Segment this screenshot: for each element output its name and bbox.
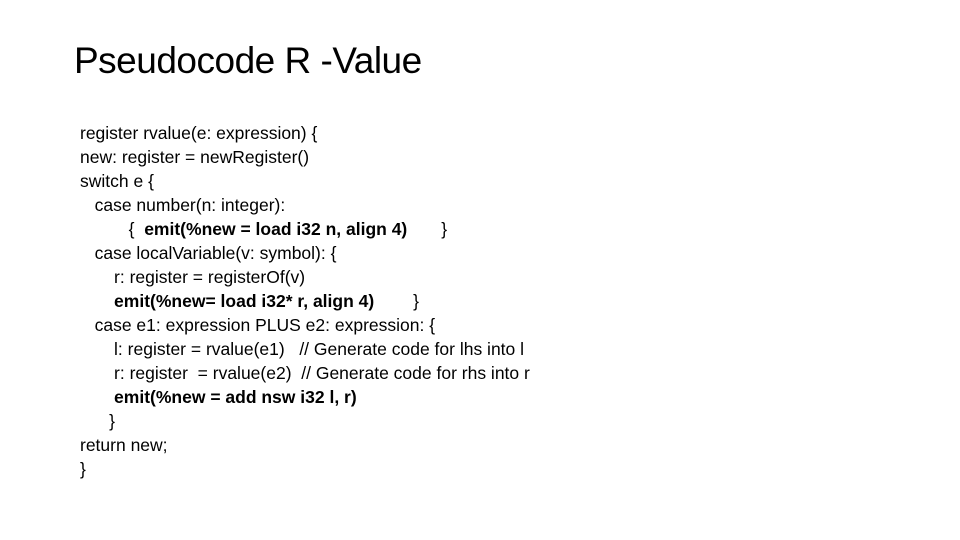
code-segment [80, 291, 114, 311]
code-segment: case localVariable(v: symbol): { [80, 243, 337, 263]
pseudocode-block: register rvalue(e: expression) { new: reg… [80, 121, 530, 481]
code-segment: case number(n: integer): [80, 195, 286, 215]
code-line: switch e { [80, 169, 530, 193]
code-segment: } [80, 459, 86, 479]
code-segment: return new; [80, 435, 168, 455]
code-segment-emphasis: emit(%new = load i32 n, align 4) [144, 219, 408, 239]
code-segment: new: register = newRegister() [80, 147, 310, 167]
code-segment: register rvalue(e: expression) { [80, 123, 318, 143]
code-segment: l: register = rvalue(e1) // Generate cod… [80, 339, 525, 359]
code-segment: } [374, 291, 419, 311]
code-line: case localVariable(v: symbol): { [80, 241, 530, 265]
code-line: emit(%new= load i32* r, align 4) } [80, 289, 530, 313]
code-segment: } [80, 411, 116, 431]
code-line: register rvalue(e: expression) { [80, 121, 530, 145]
code-segment-emphasis: emit(%new = add nsw i32 l, r) [114, 387, 357, 407]
slide-title: Pseudocode R -Value [74, 40, 422, 81]
code-line: } [80, 457, 530, 481]
code-segment: case e1: expression PLUS e2: expression:… [80, 315, 436, 335]
code-segment: { [80, 219, 145, 239]
code-segment: r: register = registerOf(v) [80, 267, 306, 287]
code-segment: switch e { [80, 171, 154, 191]
code-line: r: register = rvalue(e2) // Generate cod… [80, 361, 530, 385]
code-line: l: register = rvalue(e1) // Generate cod… [80, 337, 530, 361]
code-line: } [80, 409, 530, 433]
code-segment [80, 387, 114, 407]
code-segment: r: register = rvalue(e2) // Generate cod… [80, 363, 530, 383]
code-line: emit(%new = add nsw i32 l, r) [80, 385, 530, 409]
code-line: r: register = registerOf(v) [80, 265, 530, 289]
code-line: new: register = newRegister() [80, 145, 530, 169]
code-line: { emit(%new = load i32 n, align 4) } [80, 217, 530, 241]
code-line: return new; [80, 433, 530, 457]
code-line: case number(n: integer): [80, 193, 530, 217]
code-segment-emphasis: emit(%new= load i32* r, align 4) [114, 291, 375, 311]
code-segment: } [407, 219, 448, 239]
code-line: case e1: expression PLUS e2: expression:… [80, 313, 530, 337]
